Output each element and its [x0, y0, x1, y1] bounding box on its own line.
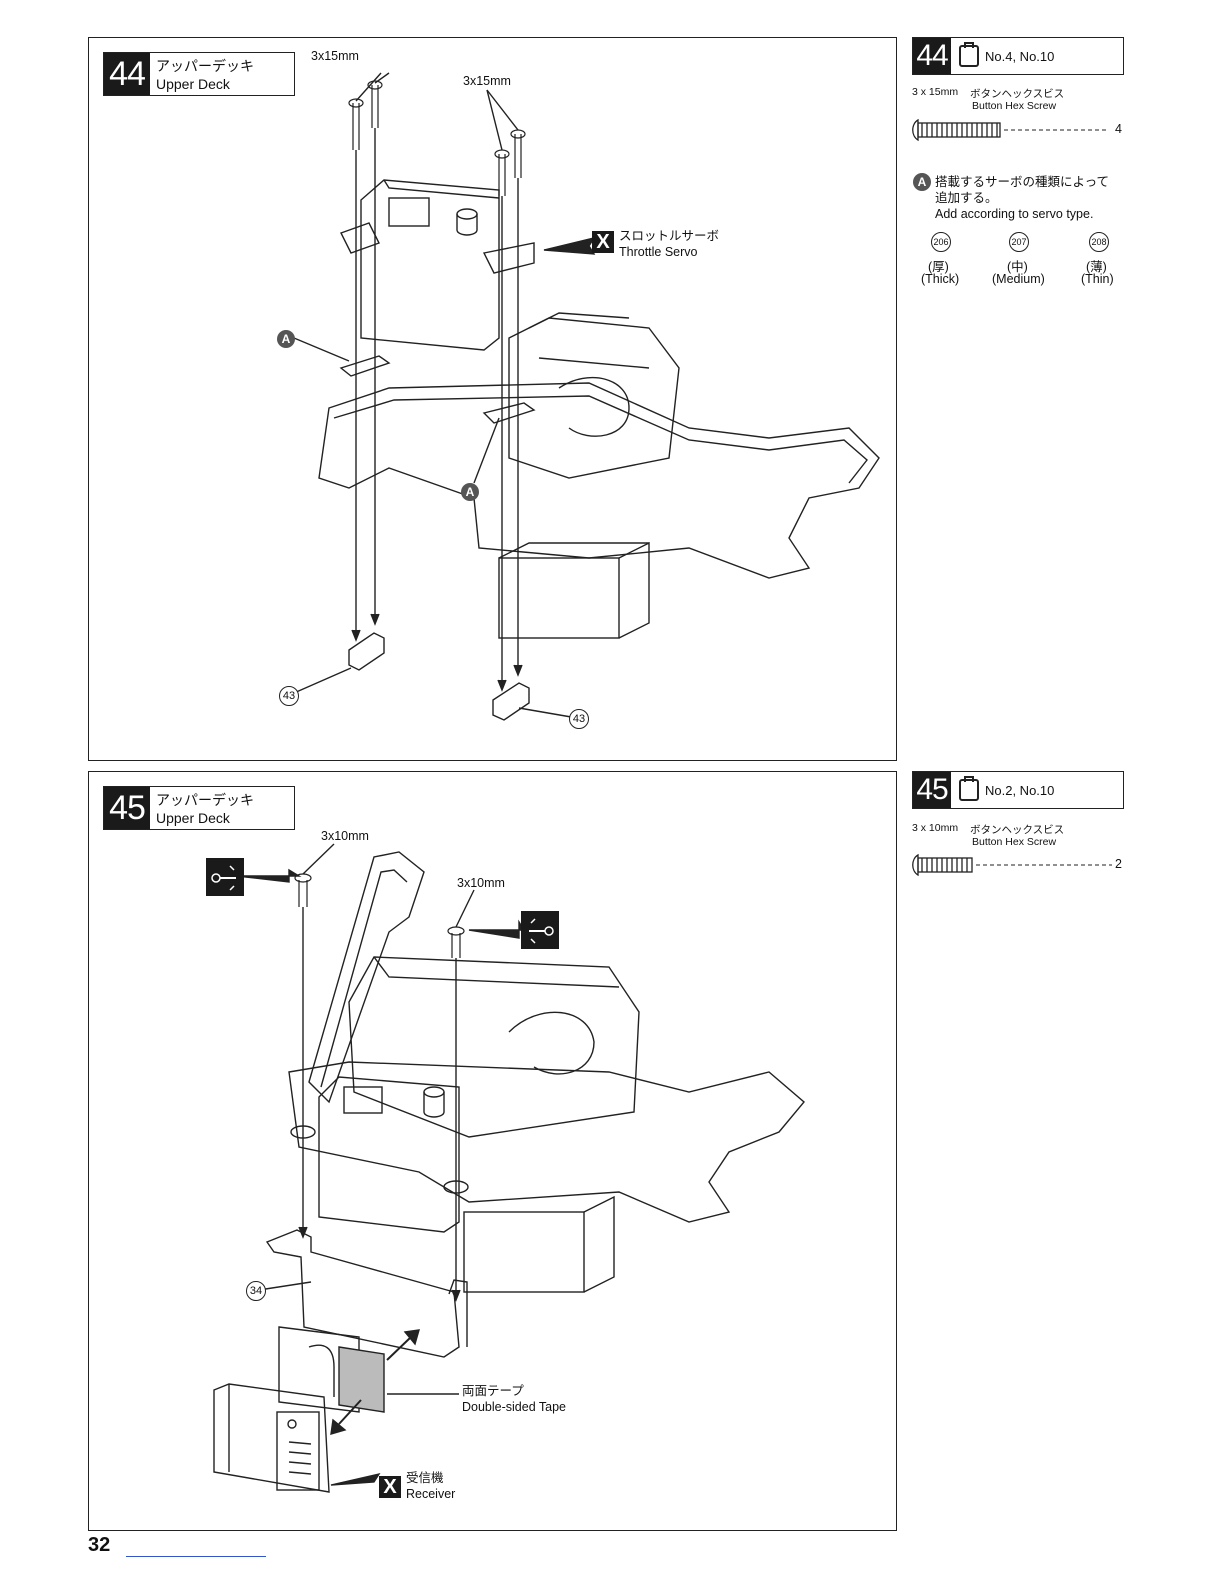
spacer-208-en: (Thin): [1081, 272, 1114, 286]
throttle-servo: [318, 1076, 460, 1233]
spacer-207-en: (Medium): [992, 272, 1045, 286]
step44-screw-name-en: Button Hex Screw: [972, 100, 1057, 112]
tape-label-jp: 両面テープ: [462, 1384, 524, 1398]
tape-label-en: Double-sided Tape: [462, 1400, 567, 1414]
step44-note-en: Add according to servo type.: [935, 207, 1094, 221]
receiver-label: 受信機 Receiver: [406, 1470, 455, 1502]
part-43-callout-left: 43: [279, 686, 299, 706]
lower-servo: [463, 1211, 585, 1293]
tape-label: 両面テープ Double-sided Tape: [462, 1383, 566, 1415]
step45-screw-size: 3 x 10mm: [912, 822, 959, 834]
post-43-right: [492, 682, 530, 721]
step44-screw-icon: [912, 118, 1001, 142]
receiver-x-marker: X: [379, 1476, 401, 1498]
page-number: 32: [88, 1534, 111, 1556]
screws-3x15: [348, 80, 526, 196]
lower-servo: [498, 557, 620, 639]
post-43-left: [348, 632, 385, 671]
spacer-207-jp: (中): [1007, 260, 1028, 274]
step45-title-en: Upper Deck: [156, 810, 230, 826]
step44-parts-header: 44 No.4, No.10: [912, 37, 1124, 75]
step44-bag-numbers: No.4, No.10: [985, 48, 1055, 64]
step45-screw-icon: [912, 853, 973, 877]
step44-note: 搭載するサーボの種類によって 追加する。 Add according to se…: [935, 174, 1109, 222]
receiver-mount-34: [265, 1229, 460, 1358]
throttle-servo: [360, 179, 500, 351]
step44-note-jp-2: 追加する。: [935, 191, 998, 205]
step44-number: 44: [104, 53, 150, 95]
step44-screw-size: 3 x 15mm: [912, 86, 959, 98]
double-sided-tape: [278, 1326, 360, 1413]
spacer-a-2: [482, 402, 536, 424]
step45-screw-name-jp: ボタンヘックスビス: [970, 824, 1065, 836]
step44-title-en: Upper Deck: [156, 76, 230, 92]
step44-note-jp-1: 搭載するサーボの種類によって: [935, 175, 1110, 189]
step45-screw-name-en: Button Hex Screw: [972, 836, 1057, 848]
step44-screw-label-1: 3x15mm: [311, 49, 359, 63]
step45-screw-label-2: 3x10mm: [457, 876, 505, 890]
step44-screw-name-jp: ボタンヘックスビス: [970, 88, 1065, 100]
hex-wrench-icon: [206, 858, 244, 896]
step44-panel: 44 アッパーデッキ Upper Deck: [88, 37, 897, 761]
receiver-label-en: Receiver: [406, 1487, 456, 1501]
step45-panel: 45 アッパーデッキ Upper Deck: [88, 771, 897, 1531]
receiver: [213, 1383, 330, 1493]
parts-bag-icon: [959, 776, 979, 801]
spacer-marker-a-2: A: [461, 483, 479, 501]
step45-screw-label-1: 3x10mm: [321, 829, 369, 843]
step44-parts-number: 44: [913, 38, 951, 74]
step45-qty-leader: [976, 864, 1112, 866]
step45-assembly-drawing: [213, 843, 805, 1493]
step44-screw-label-2: 3x15mm: [463, 74, 511, 88]
spacer-marker-a-1: A: [277, 330, 295, 348]
step44-qty-leader: [1004, 129, 1109, 131]
throttle-servo-label-en: Throttle Servo: [619, 245, 698, 259]
step44-screw-qty: 4: [1115, 122, 1122, 136]
chassis-plate: [288, 1061, 805, 1223]
step45-number: 45: [104, 787, 150, 829]
radio-box: [348, 956, 640, 1138]
step44-title-jp: アッパーデッキ: [156, 58, 254, 74]
spacer-206-en: (Thick): [921, 272, 960, 286]
spacer-206-jp: (厚): [928, 260, 949, 274]
upper-deck-handle: [308, 851, 425, 1104]
spacer-208-jp: (薄): [1086, 260, 1107, 274]
step44-assembly-drawing: [293, 72, 880, 721]
step45-header: 45 アッパーデッキ Upper Deck: [103, 786, 295, 830]
part-43-callout-right: 43: [569, 709, 589, 729]
part-34-callout: 34: [246, 1281, 266, 1301]
receiver-label-jp: 受信機: [406, 1471, 444, 1485]
throttle-servo-x-marker: X: [592, 231, 614, 253]
step45-bag-numbers: No.2, No.10: [985, 782, 1055, 798]
spacer-207: 207: [1009, 232, 1029, 252]
step45-title-jp: アッパーデッキ: [156, 792, 254, 808]
screws-3x10: [294, 873, 465, 958]
step45-parts-number: 45: [913, 772, 951, 808]
step44-note-marker-a: A: [913, 173, 931, 191]
radio-box: [508, 317, 680, 479]
step45-screw-qty: 2: [1115, 857, 1122, 871]
parts-bag-icon: [959, 42, 979, 67]
spacer-a-1: [339, 355, 391, 377]
hex-wrench-icon: [521, 911, 559, 949]
throttle-servo-label: スロットルサーボ Throttle Servo: [619, 228, 719, 260]
spacer-206: 206: [931, 232, 951, 252]
step44-header: 44 アッパーデッキ Upper Deck: [103, 52, 295, 96]
chassis-plate: [318, 382, 880, 579]
footer-link-line: [126, 1556, 266, 1557]
spacer-208: 208: [1089, 232, 1109, 252]
step45-parts-header: 45 No.2, No.10: [912, 771, 1124, 809]
throttle-servo-label-jp: スロットルサーボ: [619, 229, 720, 243]
